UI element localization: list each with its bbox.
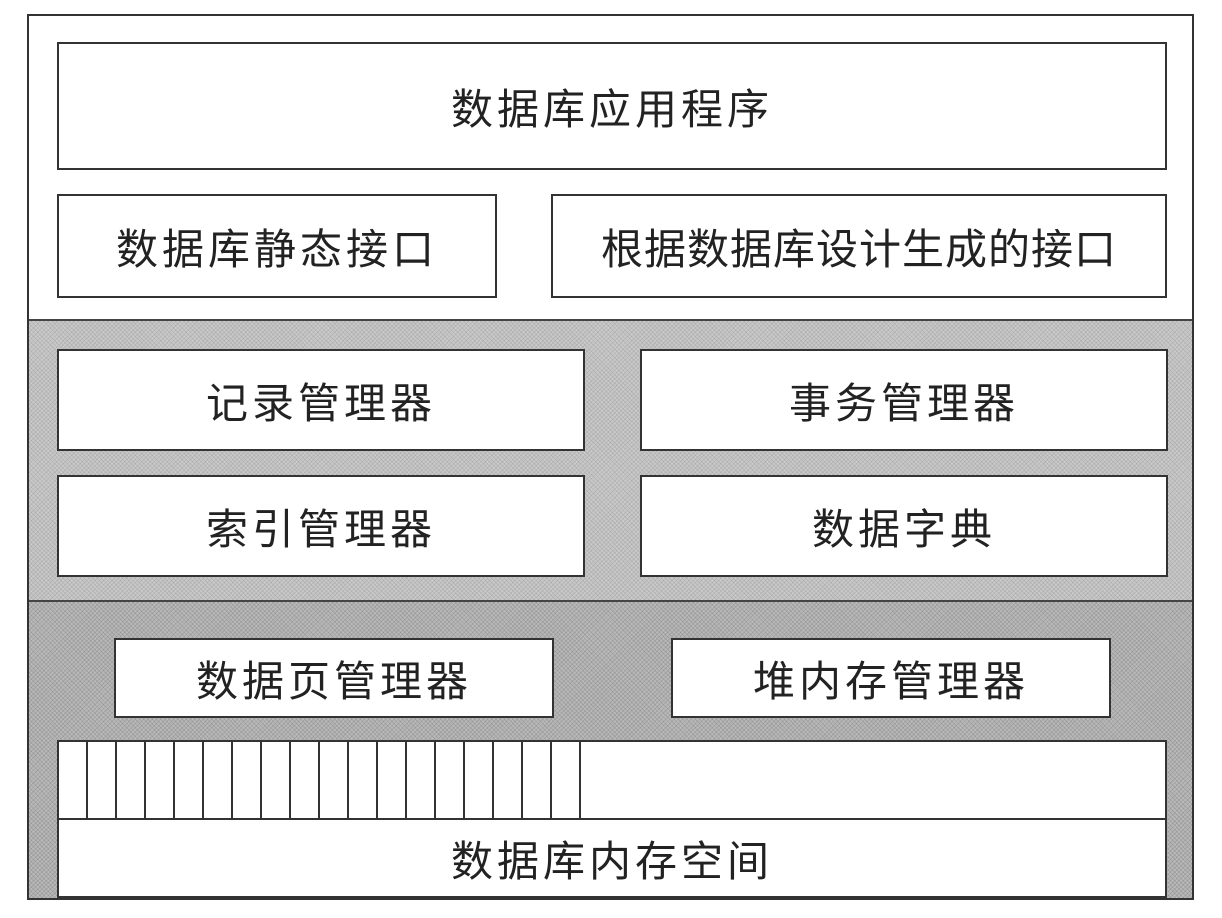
page-manager-box: 数据页管理器	[114, 638, 554, 718]
database-memory-space-box: 数据库内存空间	[57, 818, 1167, 898]
memory-page-cell	[378, 742, 407, 818]
storage-layer: 数据页管理器 堆内存管理器 数据库内存空间	[29, 602, 1192, 898]
memory-page-cell	[88, 742, 117, 818]
memory-page-cell	[59, 742, 88, 818]
database-application-label: 数据库应用程序	[450, 84, 773, 134]
heap-manager-box: 堆内存管理器	[671, 638, 1111, 718]
generated-interface-label: 根据数据库设计生成的接口	[600, 224, 1117, 274]
memory-page-cell	[175, 742, 204, 818]
data-dictionary-label: 数据字典	[811, 504, 996, 554]
management-layer: 记录管理器 事务管理器 索引管理器 数据字典	[29, 321, 1192, 602]
memory-pages-strip	[57, 740, 1167, 818]
heap-manager-label: 堆内存管理器	[752, 656, 1029, 706]
memory-page-cell	[494, 742, 523, 818]
database-memory-space-label: 数据库内存空间	[450, 836, 773, 886]
memory-page-cell	[552, 742, 581, 818]
static-interface-label: 数据库静态接口	[115, 224, 438, 274]
memory-page-cell	[320, 742, 349, 818]
memory-page-cell	[146, 742, 175, 818]
transaction-manager-label: 事务管理器	[788, 378, 1019, 428]
memory-page-cell	[349, 742, 378, 818]
index-manager-box: 索引管理器	[57, 475, 585, 577]
record-manager-label: 记录管理器	[205, 378, 436, 428]
memory-page-cell	[204, 742, 233, 818]
record-manager-box: 记录管理器	[57, 349, 585, 451]
memory-page-cell	[436, 742, 465, 818]
static-interface-box: 数据库静态接口	[57, 194, 497, 298]
memory-page-cell	[291, 742, 320, 818]
architecture-diagram: 数据库应用程序 数据库静态接口 根据数据库设计生成的接口 记录管理器 事务管理器…	[27, 14, 1194, 900]
index-manager-label: 索引管理器	[205, 504, 436, 554]
memory-page-cell	[523, 742, 552, 818]
database-application-box: 数据库应用程序	[57, 42, 1167, 170]
memory-page-cell	[233, 742, 262, 818]
memory-page-cell	[262, 742, 291, 818]
transaction-manager-box: 事务管理器	[640, 349, 1168, 451]
memory-page-cell	[407, 742, 436, 818]
memory-page-cell	[117, 742, 146, 818]
application-layer: 数据库应用程序 数据库静态接口 根据数据库设计生成的接口	[29, 16, 1192, 321]
page-manager-label: 数据页管理器	[195, 656, 472, 706]
data-dictionary-box: 数据字典	[640, 475, 1168, 577]
generated-interface-box: 根据数据库设计生成的接口	[551, 194, 1167, 298]
memory-page-cell	[465, 742, 494, 818]
